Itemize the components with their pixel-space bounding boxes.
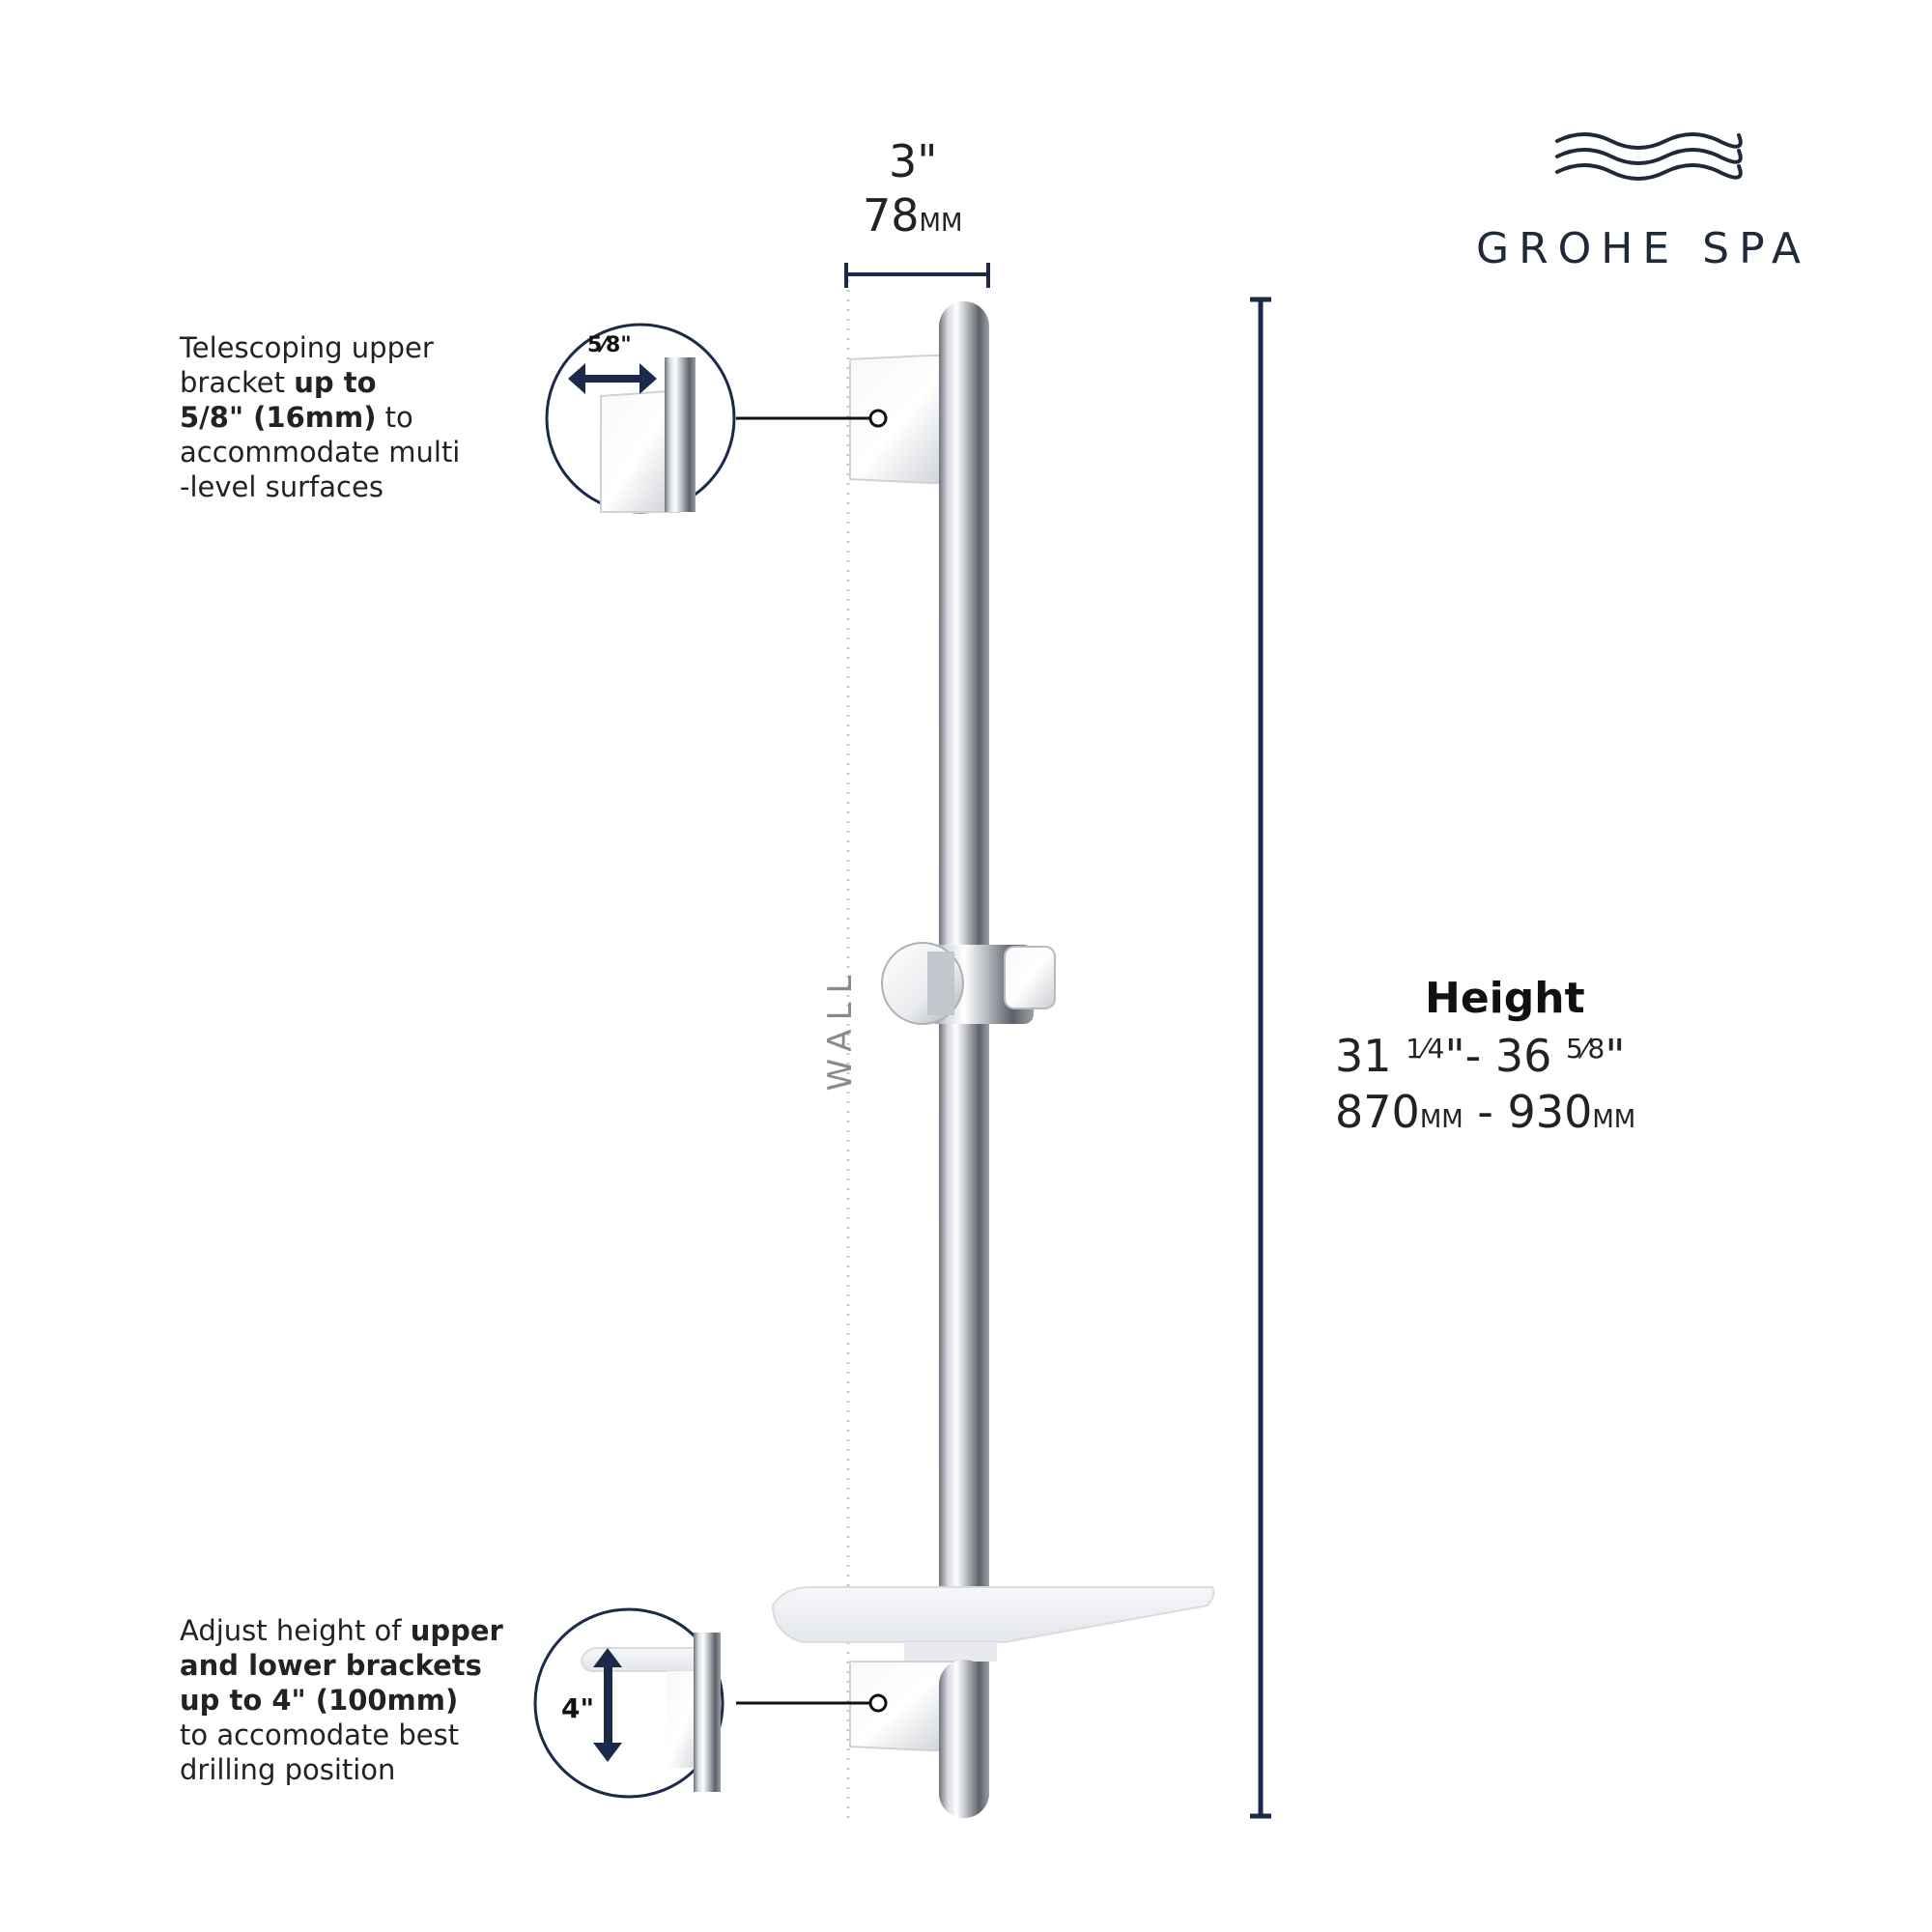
slide-rod [939, 301, 989, 1818]
handshower-holder [881, 942, 1056, 1025]
width-inches: 3" [889, 135, 938, 187]
width-mm: 78MM [863, 189, 963, 242]
double-arrow-vertical-icon [593, 1648, 622, 1762]
three-waves-icon [1555, 132, 1743, 181]
height-title: Height [1425, 974, 1585, 1023]
shelf [771, 1586, 1215, 1643]
callout-upper-text: Telescoping upper bracket up to 5/8" (16… [180, 331, 461, 503]
height-inches: 31 1⁄4"- 36 5⁄8" [1335, 1030, 1626, 1082]
inset-upper-label: 5⁄8" [587, 333, 632, 357]
leader-lines [736, 409, 888, 1713]
wall-label: WALL [821, 966, 860, 1092]
inset-lower-label: 4" [561, 1692, 595, 1724]
height-mm: 870MM - 930MM [1335, 1086, 1636, 1138]
brand-name: GROHE SPA [1476, 224, 1810, 273]
double-arrow-horizontal-icon [568, 363, 657, 394]
inset-lower-bracket [533, 1607, 724, 1799]
inset-upper-bracket [545, 323, 736, 514]
width-dimension [844, 263, 990, 288]
height-dimension [1250, 297, 1271, 1819]
callout-lower-text: Adjust height of upper and lower bracket… [180, 1614, 503, 1786]
